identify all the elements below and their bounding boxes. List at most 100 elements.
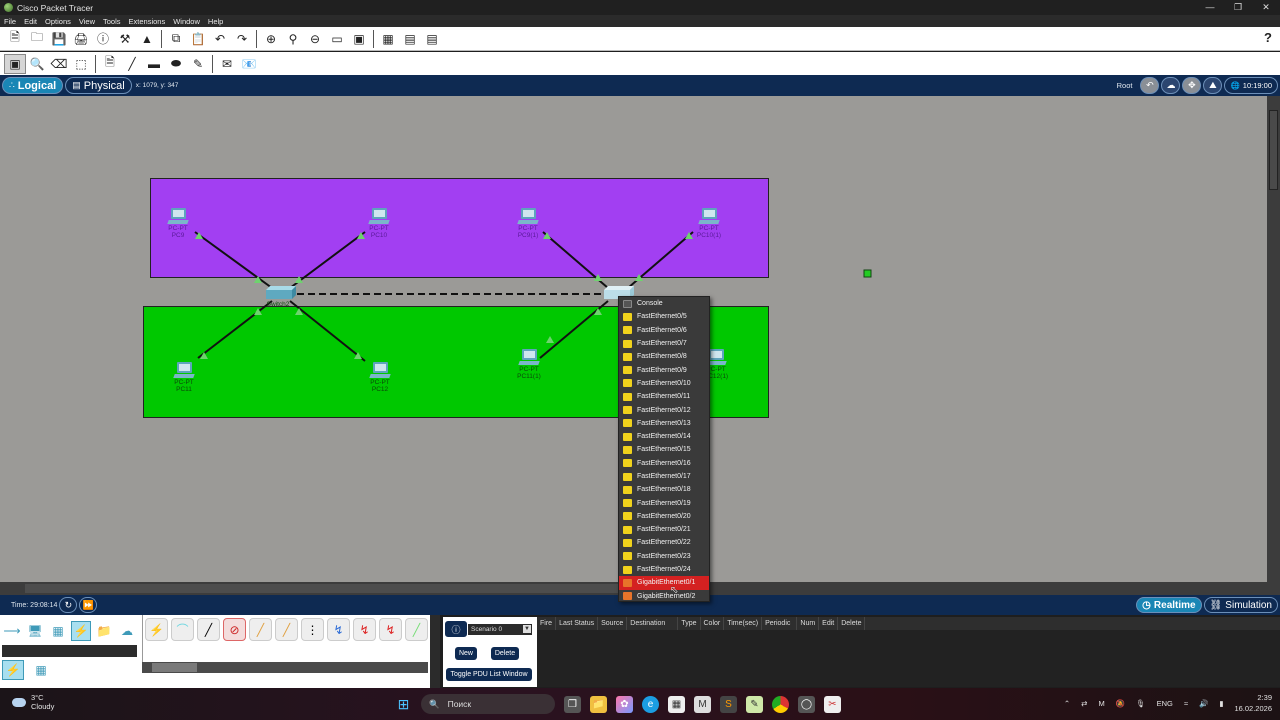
pc10-1[interactable]: PC-PT PC10(1) [689, 208, 729, 239]
fast-forward-icon[interactable]: ⏩ [79, 597, 98, 613]
windows-start-icon[interactable]: ⊞ [397, 695, 410, 712]
port-fa0-10[interactable]: FastEthernet0/10 [619, 377, 709, 390]
end-devices-icon[interactable]: 🖥 [27, 624, 43, 638]
port-gi0-1[interactable]: GigabitEthernet0/1 [619, 576, 709, 590]
port-fa0-18[interactable]: FastEthernet0/18 [619, 483, 709, 496]
port-fa0-23[interactable]: FastEthernet0/23 [619, 550, 709, 563]
system-clock[interactable]: 2:39 16.02.2026 [1234, 692, 1272, 714]
restore-button[interactable]: ❐ [1233, 2, 1243, 12]
straight-through-cable-icon[interactable]: ╱ [197, 618, 220, 641]
switch3[interactable] [600, 286, 634, 300]
open-folder-icon[interactable]: 🗀 [30, 30, 43, 44]
palette-icon[interactable]: ▭ [331, 31, 343, 46]
new-file-icon[interactable]: 🗎 [10, 30, 20, 44]
canvas-vertical-scrollbar[interactable] [1267, 96, 1280, 582]
pc10[interactable]: PC-PT PC10 [359, 208, 399, 239]
miscellaneous-icon[interactable]: 📁 [96, 624, 112, 638]
physical-tab[interactable]: ▤ Physical [65, 77, 132, 94]
port-fa0-14[interactable]: FastEthernet0/14 [619, 430, 709, 443]
task-view-icon[interactable]: ❐ [564, 695, 581, 713]
simple-pdu-icon[interactable]: ✉ [221, 56, 233, 71]
file-explorer-icon[interactable]: 📁 [590, 695, 607, 713]
background-image-icon[interactable]: ⛰ [1203, 77, 1223, 94]
port-fa0-13[interactable]: FastEthernet0/13 [619, 417, 709, 430]
port-console[interactable]: Console [619, 297, 709, 310]
network-devices-icon[interactable]: ⟶ [3, 624, 21, 638]
port-fa0-20[interactable]: FastEthernet0/20 [619, 510, 709, 523]
switch2[interactable] [262, 286, 296, 300]
language-indicator[interactable]: ENG [1156, 698, 1173, 708]
console-cable-icon[interactable]: ⌒ [171, 618, 194, 641]
note-icon[interactable]: 🗎 [105, 55, 115, 69]
simulation-mode-button[interactable]: ⛓ Simulation [1203, 597, 1278, 613]
port-fa0-11[interactable]: FastEthernet0/11 [619, 390, 709, 403]
chevron-up-icon[interactable]: ⌃ [1063, 698, 1071, 708]
logical-tab[interactable]: ∴ Logical [2, 77, 64, 94]
port-fa0-17[interactable]: FastEthernet0/17 [619, 470, 709, 483]
power-cycle-icon[interactable]: ↻ [59, 597, 78, 613]
undo-icon[interactable]: ↶ [214, 31, 226, 46]
select-icon[interactable]: ▣ [4, 53, 26, 74]
inspect-icon[interactable]: 🔍 [29, 56, 45, 71]
iot-custom-cable-icon[interactable]: ╱ [405, 618, 428, 641]
zoom-in-icon[interactable]: ⊕ [265, 31, 277, 46]
automatic-cable-icon[interactable]: ⚡ [145, 618, 168, 641]
microphone-icon[interactable]: 🎙 [1136, 698, 1146, 708]
port-fa0-6[interactable]: FastEthernet0/6 [619, 324, 709, 337]
pc11[interactable]: PC-PT PC11 [164, 362, 204, 393]
wifi-icon[interactable]: ≈ [1183, 698, 1188, 708]
info-icon[interactable]: ⓘ [96, 32, 109, 46]
save-icon[interactable]: 💾 [51, 31, 67, 46]
realtime-mode-button[interactable]: ◷ Realtime [1136, 597, 1202, 613]
connections-icon[interactable]: ⚡ [71, 621, 91, 641]
port-fa0-16[interactable]: FastEthernet0/16 [619, 457, 709, 470]
port-fa0-5[interactable]: FastEthernet0/5 [619, 310, 709, 323]
snipping-tool-icon[interactable]: ✂ [824, 695, 841, 713]
port-gi0-2[interactable]: GigabitEthernet0/2 [619, 590, 709, 603]
pc12-1[interactable]: PC-PT PC12(1) [696, 349, 736, 380]
pc9[interactable]: PC-PT PC9 [158, 208, 198, 239]
paste-icon[interactable]: 📋 [190, 31, 206, 46]
port-fa0-9[interactable]: FastEthernet0/9 [619, 363, 709, 376]
port-fa0-21[interactable]: FastEthernet0/21 [619, 523, 709, 536]
close-button[interactable]: ✕ [1262, 2, 1270, 12]
activity-wizard-icon[interactable]: ⚒ [119, 31, 131, 46]
menu-file[interactable]: File [4, 16, 17, 26]
fiber-multi-icon[interactable]: ╱ [275, 618, 298, 641]
port-fa0-19[interactable]: FastEthernet0/19 [619, 496, 709, 509]
redo-icon[interactable]: ↷ [236, 31, 248, 46]
port-fa0-22[interactable]: FastEthernet0/22 [619, 536, 709, 549]
port-fa0-7[interactable]: FastEthernet0/7 [619, 337, 709, 350]
cluster-icon[interactable]: ▤ [404, 31, 416, 46]
viewport-icon[interactable]: ▦ [382, 31, 394, 46]
purple-zone[interactable] [150, 178, 769, 278]
help-button[interactable]: ? [1264, 30, 1272, 45]
serial-dce-icon[interactable]: ↯ [353, 618, 376, 641]
notifications-off-icon[interactable]: 🔕 [1115, 698, 1126, 708]
menu-edit[interactable]: Edit [24, 16, 38, 26]
port-fa0-15[interactable]: FastEthernet0/15 [619, 443, 709, 456]
chrome-icon[interactable] [772, 695, 789, 713]
connections-subtype-icon[interactable]: ⚡ [2, 660, 24, 680]
pc9-1[interactable]: PC-PT PC9(1) [508, 208, 548, 239]
complex-pdu-icon[interactable]: 📧 [241, 56, 257, 71]
print-icon[interactable]: 🖨 [73, 31, 89, 46]
line-icon[interactable]: ╱ [128, 56, 136, 71]
taskbar-search[interactable]: 🔍 Поиск [421, 694, 555, 714]
edge-icon[interactable]: e [642, 695, 659, 713]
coaxial-cable-icon[interactable]: ↯ [327, 618, 350, 641]
new-scenario-button[interactable]: New [455, 647, 477, 660]
port-fa0-24[interactable]: FastEthernet0/24 [619, 563, 709, 576]
crossover-cable-icon[interactable]: ⊘ [223, 618, 246, 641]
menu-window[interactable]: Window [173, 16, 200, 26]
copilot-icon[interactable]: ✿ [616, 695, 633, 713]
delete-scenario-button[interactable]: Delete [491, 647, 519, 660]
resize-icon[interactable]: ⬚ [75, 56, 87, 71]
zoom-reset-icon[interactable]: ⚲ [288, 31, 298, 46]
menu-help[interactable]: Help [207, 16, 224, 26]
sublime-icon[interactable]: S [720, 695, 737, 713]
battery-icon[interactable]: ▮ [1219, 698, 1224, 708]
serial-dte-icon[interactable]: ↯ [379, 618, 402, 641]
move-object-icon[interactable]: ✥ [1182, 77, 1202, 94]
panel-divider[interactable] [430, 615, 440, 688]
